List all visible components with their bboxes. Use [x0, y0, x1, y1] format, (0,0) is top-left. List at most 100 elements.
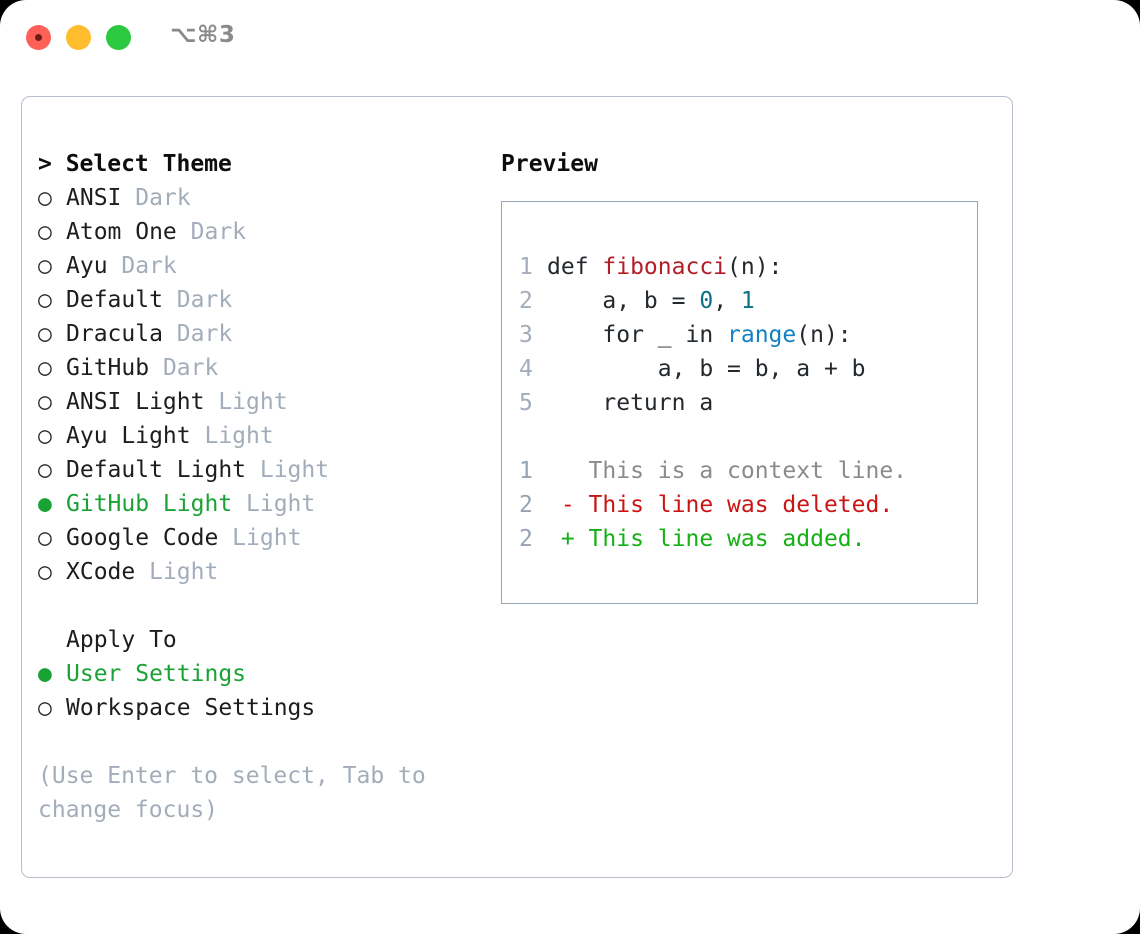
theme-option-label: GitHub: [66, 355, 150, 381]
diff-line: 2 - This line was deleted.: [519, 488, 977, 522]
theme-selector-column: > Select Theme ○ANSI Dark○Atom One Dark○…: [38, 147, 488, 827]
code-token-num: 0: [699, 288, 714, 314]
minimize-button-icon[interactable]: [66, 25, 91, 50]
preview-heading: Preview: [501, 151, 598, 177]
title-bar: ⌥⌘3: [0, 0, 1140, 78]
radio-unselected-icon[interactable]: ○: [38, 389, 52, 415]
diff-line-text: + This line was added.: [547, 526, 866, 552]
close-button-icon[interactable]: [26, 25, 51, 50]
theme-option-tag: Dark: [107, 253, 177, 279]
code-token-plain: return a: [547, 390, 714, 416]
radio-unselected-icon[interactable]: ○: [38, 185, 52, 211]
radio-selected-icon[interactable]: ●: [38, 491, 52, 517]
theme-option-row[interactable]: ● GitHub Light Light: [38, 487, 488, 521]
code-token-plain: (n):: [727, 254, 783, 280]
radio-unselected-icon[interactable]: ○: [38, 355, 52, 381]
code-line-number: 5: [519, 390, 533, 416]
theme-option-label: ANSI: [66, 185, 122, 211]
code-diff-gap: [519, 420, 977, 454]
theme-option-tag: Light: [218, 525, 302, 551]
code-line-number: 4: [519, 356, 533, 382]
code-token-call: range: [727, 322, 797, 348]
theme-option-tag: Light: [190, 423, 274, 449]
theme-option-row[interactable]: ○ Default Dark: [38, 283, 488, 317]
radio-unselected-icon[interactable]: ○: [38, 457, 52, 483]
apply-to-option-label: Workspace Settings: [66, 695, 316, 721]
code-line-number: 1: [519, 254, 533, 280]
code-token-plain: for _ in: [547, 322, 728, 348]
theme-option-row[interactable]: ○ Ayu Dark: [38, 249, 488, 283]
diff-line-text: This is a context line.: [547, 458, 908, 484]
diff-line-text: - This line was deleted.: [547, 492, 894, 518]
main-panel: > Select Theme ○ANSI Dark○Atom One Dark○…: [21, 96, 1013, 878]
theme-option-row[interactable]: ○ GitHub Dark: [38, 351, 488, 385]
keyboard-shortcut-label: ⌥⌘3: [170, 22, 236, 48]
radio-unselected-icon[interactable]: ○: [38, 287, 52, 313]
radio-unselected-icon[interactable]: ○: [38, 321, 52, 347]
code-token-plain: a, b =: [547, 288, 700, 314]
theme-option-label: Ayu Light: [66, 423, 191, 449]
theme-option-tag: Light: [204, 389, 288, 415]
radio-unselected-icon[interactable]: ○: [38, 253, 52, 279]
radio-unselected-icon[interactable]: ○: [38, 525, 52, 551]
theme-option-label: ANSI Light: [66, 389, 205, 415]
theme-option-label: Default: [66, 287, 163, 313]
code-line: 2 a, b = 0, 1: [519, 284, 977, 318]
code-token-plain: a, b = b, a + b: [547, 356, 866, 382]
diff-line-number: 2: [519, 492, 533, 518]
theme-list[interactable]: ○ ANSI Dark ○ Atom One Dark ○ Ayu Dark ○ Defaul…: [38, 181, 488, 589]
code-line-number: 3: [519, 322, 533, 348]
code-line: 4 a, b = b, a + b: [519, 352, 977, 386]
code-token-num: 1: [740, 288, 755, 314]
apply-to-list[interactable]: ●User Settings ○ Workspace Settings: [38, 657, 488, 725]
theme-option-row[interactable]: ○ XCode Light: [38, 555, 488, 589]
code-line-number: 2: [519, 288, 533, 314]
theme-option-row[interactable]: ○ Atom One Dark: [38, 215, 488, 249]
theme-option-tag: Dark: [176, 219, 247, 245]
select-theme-heading: > Select Theme: [38, 151, 232, 177]
radio-unselected-icon[interactable]: ○: [38, 423, 52, 449]
theme-option-label: XCode: [66, 559, 136, 585]
code-token-plain: (n):: [796, 322, 852, 348]
apply-to-option-row[interactable]: ●User Settings: [38, 657, 488, 691]
maximize-button-icon[interactable]: [106, 25, 131, 50]
code-token-plain: ,: [713, 288, 741, 314]
diff-line: 1 This is a context line.: [519, 454, 977, 488]
theme-option-tag: Dark: [162, 287, 233, 313]
theme-option-tag: Light: [246, 457, 330, 483]
diff-sample: 1 This is a context line.2 - This line w…: [519, 454, 977, 556]
apply-to-heading: Apply To: [66, 627, 177, 653]
code-line: 3 for _ in range(n):: [519, 318, 977, 352]
traffic-lights: [26, 25, 131, 50]
theme-option-row[interactable]: ○ Ayu Light Light: [38, 419, 488, 453]
apply-to-option-row[interactable]: ○ Workspace Settings: [38, 691, 488, 725]
theme-option-tag: Dark: [149, 355, 219, 381]
theme-option-label: Dracula: [66, 321, 163, 347]
theme-option-row[interactable]: ○Dracula Dark: [38, 317, 488, 351]
theme-option-row[interactable]: ○ Google Code Light: [38, 521, 488, 555]
theme-option-row[interactable]: ○ ANSI Light Light: [38, 385, 488, 419]
theme-option-tag: Dark: [121, 185, 191, 211]
list-spacer: [38, 589, 488, 623]
theme-option-tag: Light: [232, 491, 316, 517]
diff-line: 2 + This line was added.: [519, 522, 977, 556]
radio-unselected-icon[interactable]: ○: [38, 695, 52, 721]
theme-option-row[interactable]: ○ Default Light Light: [38, 453, 488, 487]
theme-option-tag: Light: [135, 559, 219, 585]
radio-unselected-icon[interactable]: ○: [38, 559, 52, 585]
keyboard-hint-text: (Use Enter to select, Tab to change focu…: [38, 763, 426, 823]
theme-option-row[interactable]: ○ ANSI Dark: [38, 181, 488, 215]
radio-unselected-icon[interactable]: ○: [38, 219, 52, 245]
code-token-plain: def: [547, 254, 603, 280]
theme-option-label: Google Code: [66, 525, 219, 551]
diff-line-number: 1: [519, 458, 533, 484]
radio-selected-icon[interactable]: ●: [38, 661, 52, 687]
theme-option-label: GitHub Light: [66, 491, 233, 517]
theme-option-label: Atom One: [66, 219, 177, 245]
theme-option-label: Ayu: [66, 253, 108, 279]
theme-option-label: Default Light: [66, 457, 247, 483]
